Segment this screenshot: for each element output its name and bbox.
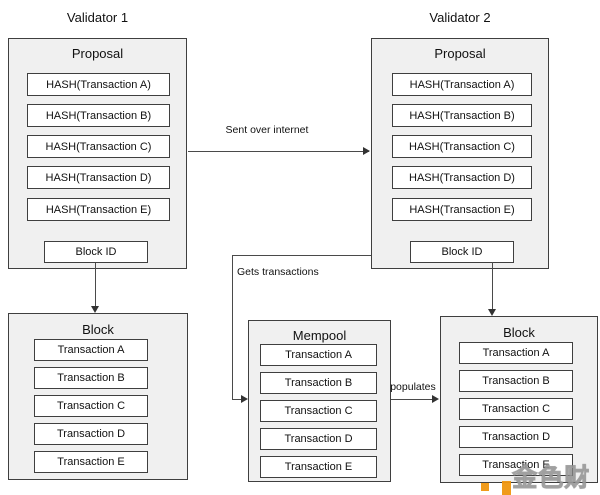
connector-line-blockid1-block1	[95, 263, 96, 307]
transaction-box: Transaction E	[34, 451, 148, 473]
arrow-down-icon	[488, 309, 496, 316]
transaction-box: Transaction E	[459, 454, 573, 476]
arrow-down-icon	[91, 306, 99, 313]
validator2-label: Validator 2	[429, 10, 491, 25]
hash-box: HASH(Transaction A)	[27, 73, 170, 96]
transaction-box: Transaction D	[34, 423, 148, 445]
connector-line-blockid2-block2	[492, 262, 493, 309]
validator2-block-box: Block Transaction A Transaction B Transa…	[440, 316, 598, 483]
hash-box: HASH(Transaction C)	[27, 135, 170, 158]
mempool-box: Mempool Transaction A Transaction B Tran…	[248, 320, 391, 482]
transaction-box: Transaction C	[459, 398, 573, 420]
hash-box: HASH(Transaction C)	[392, 135, 532, 158]
block-id-box: Block ID	[44, 241, 148, 263]
hash-box: HASH(Transaction D)	[392, 166, 532, 189]
transaction-box: Transaction A	[260, 344, 377, 366]
validator2-proposal-title: Proposal	[434, 46, 486, 61]
hash-box: HASH(Transaction E)	[27, 198, 170, 221]
validator1-label: Validator 1	[66, 10, 129, 25]
hash-box: HASH(Transaction E)	[392, 198, 532, 221]
arrow-right-icon	[241, 395, 248, 403]
transaction-box: Transaction B	[260, 372, 377, 394]
mempool-title: Mempool	[292, 328, 347, 343]
hash-box: HASH(Transaction B)	[392, 104, 532, 127]
arrow-right-icon	[432, 395, 439, 403]
watermark-text: 金色财经	[512, 464, 591, 493]
transaction-box: Transaction B	[34, 367, 148, 389]
arrow-right-icon	[363, 147, 370, 155]
connector-line-populates	[391, 399, 433, 400]
validator2-proposal-box: Proposal HASH(Transaction A) HASH(Transa…	[371, 38, 549, 269]
transaction-box: Transaction E	[260, 456, 377, 478]
connector-line-gets-transactions-top	[232, 255, 371, 256]
validator2-block-title: Block	[503, 325, 535, 340]
hash-box: HASH(Transaction B)	[27, 104, 170, 127]
hash-box: HASH(Transaction D)	[27, 166, 170, 189]
watermark: 金色财经	[481, 458, 600, 495]
populates-label: populates	[390, 381, 436, 393]
validator1-block-box: Block Transaction A Transaction B Transa…	[8, 313, 188, 480]
transaction-box: Transaction D	[260, 428, 377, 450]
jinse-finance-logo-icon	[481, 480, 511, 495]
hash-box: HASH(Transaction A)	[392, 73, 532, 96]
transaction-box: Transaction A	[459, 342, 573, 364]
transaction-box: Transaction A	[34, 339, 148, 361]
validator1-proposal-box: Proposal HASH(Transaction A) HASH(Transa…	[8, 38, 187, 269]
transaction-box: Transaction B	[459, 370, 573, 392]
connector-line-gets-transactions-vertical	[232, 255, 233, 399]
sent-over-internet-label: Sent over internet	[225, 124, 309, 136]
gets-transactions-label: Gets transactions	[237, 266, 319, 278]
validator1-block-title: Block	[82, 322, 114, 337]
connector-line-sent-over-internet	[188, 151, 369, 152]
transaction-box: Transaction D	[459, 426, 573, 448]
block-id-box: Block ID	[410, 241, 514, 263]
transaction-box: Transaction C	[34, 395, 148, 417]
connector-line-gets-transactions-bottom	[232, 399, 242, 400]
validator1-proposal-title: Proposal	[71, 46, 124, 61]
transaction-box: Transaction C	[260, 400, 377, 422]
